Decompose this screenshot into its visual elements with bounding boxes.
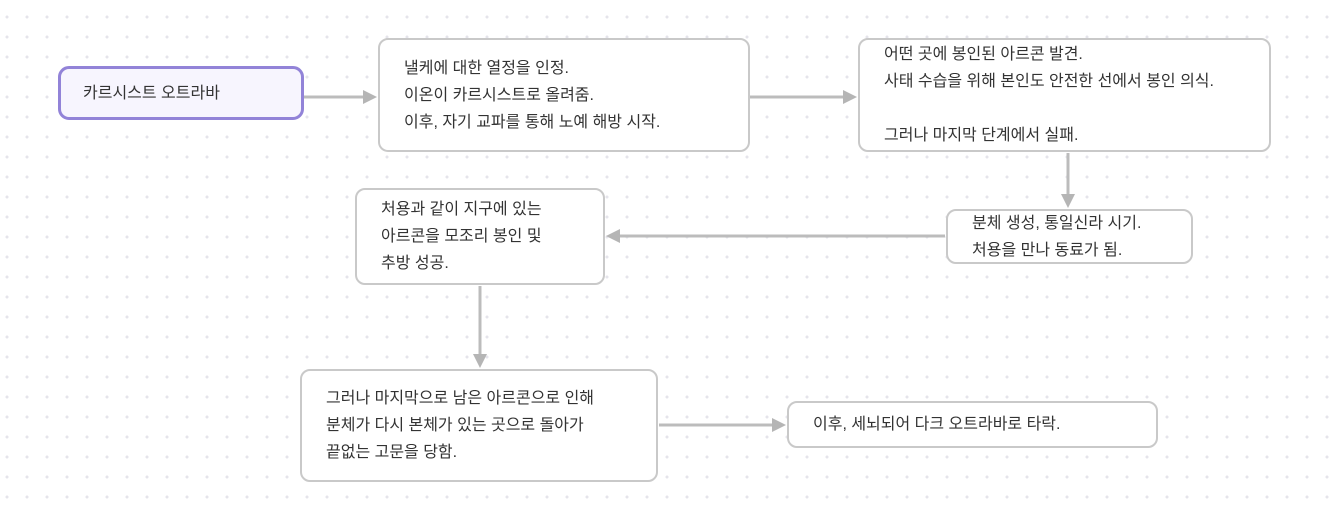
node-label: 처용과 같이 지구에 있는 아르콘을 모조리 봉인 및 추방 성공.: [381, 201, 542, 272]
flow-node-step3[interactable]: 분체 생성, 통일신라 시기. 처용을 만나 동료가 됨.: [946, 209, 1193, 264]
flow-node-step5[interactable]: 그러나 마지막으로 남은 아르콘으로 인해 분체가 다시 본체가 있는 곳으로 …: [300, 369, 658, 482]
connector-step3-step4[interactable]: [606, 229, 945, 243]
flow-node-step4[interactable]: 처용과 같이 지구에 있는 아르콘을 모조리 봉인 및 추방 성공.: [355, 188, 605, 285]
connector-start-step1[interactable]: [304, 90, 377, 104]
arrowhead-left-icon: [606, 229, 620, 243]
node-label: 카르시스트 오트라바: [83, 84, 220, 102]
flow-node-step2[interactable]: 어떤 곳에 봉인된 아르콘 발견. 사태 수습을 위해 본인도 안전한 선에서 …: [858, 38, 1271, 152]
arrowhead-right-icon: [363, 90, 377, 104]
node-label: 낼케에 대한 열정을 인정. 이온이 카르시스트로 올려줌. 이후, 자기 교파…: [404, 59, 661, 131]
node-label: 어떤 곳에 봉인된 아르콘 발견. 사태 수습을 위해 본인도 안전한 선에서 …: [884, 46, 1214, 144]
connector-step4-step5[interactable]: [473, 286, 487, 368]
node-label: 분체 생성, 통일신라 시기. 처용을 만나 동료가 됨.: [972, 214, 1142, 259]
arrowhead-right-icon: [772, 418, 786, 432]
connector-step2-step3[interactable]: [1061, 153, 1075, 208]
flow-node-step6[interactable]: 이후, 세뇌되어 다크 오트라바로 타락.: [787, 401, 1158, 448]
arrowhead-right-icon: [843, 90, 857, 104]
node-label: 그러나 마지막으로 남은 아르콘으로 인해 분체가 다시 본체가 있는 곳으로 …: [326, 390, 595, 461]
arrowhead-down-icon: [1061, 194, 1075, 208]
connector-step5-step6[interactable]: [659, 418, 786, 432]
flow-node-start[interactable]: 카르시스트 오트라바: [58, 66, 304, 120]
connector-step1-step2[interactable]: [750, 90, 857, 104]
arrowhead-down-icon: [473, 354, 487, 368]
node-label: 이후, 세뇌되어 다크 오트라바로 타락.: [813, 416, 1061, 433]
flow-node-step1[interactable]: 낼케에 대한 열정을 인정. 이온이 카르시스트로 올려줌. 이후, 자기 교파…: [378, 38, 750, 152]
